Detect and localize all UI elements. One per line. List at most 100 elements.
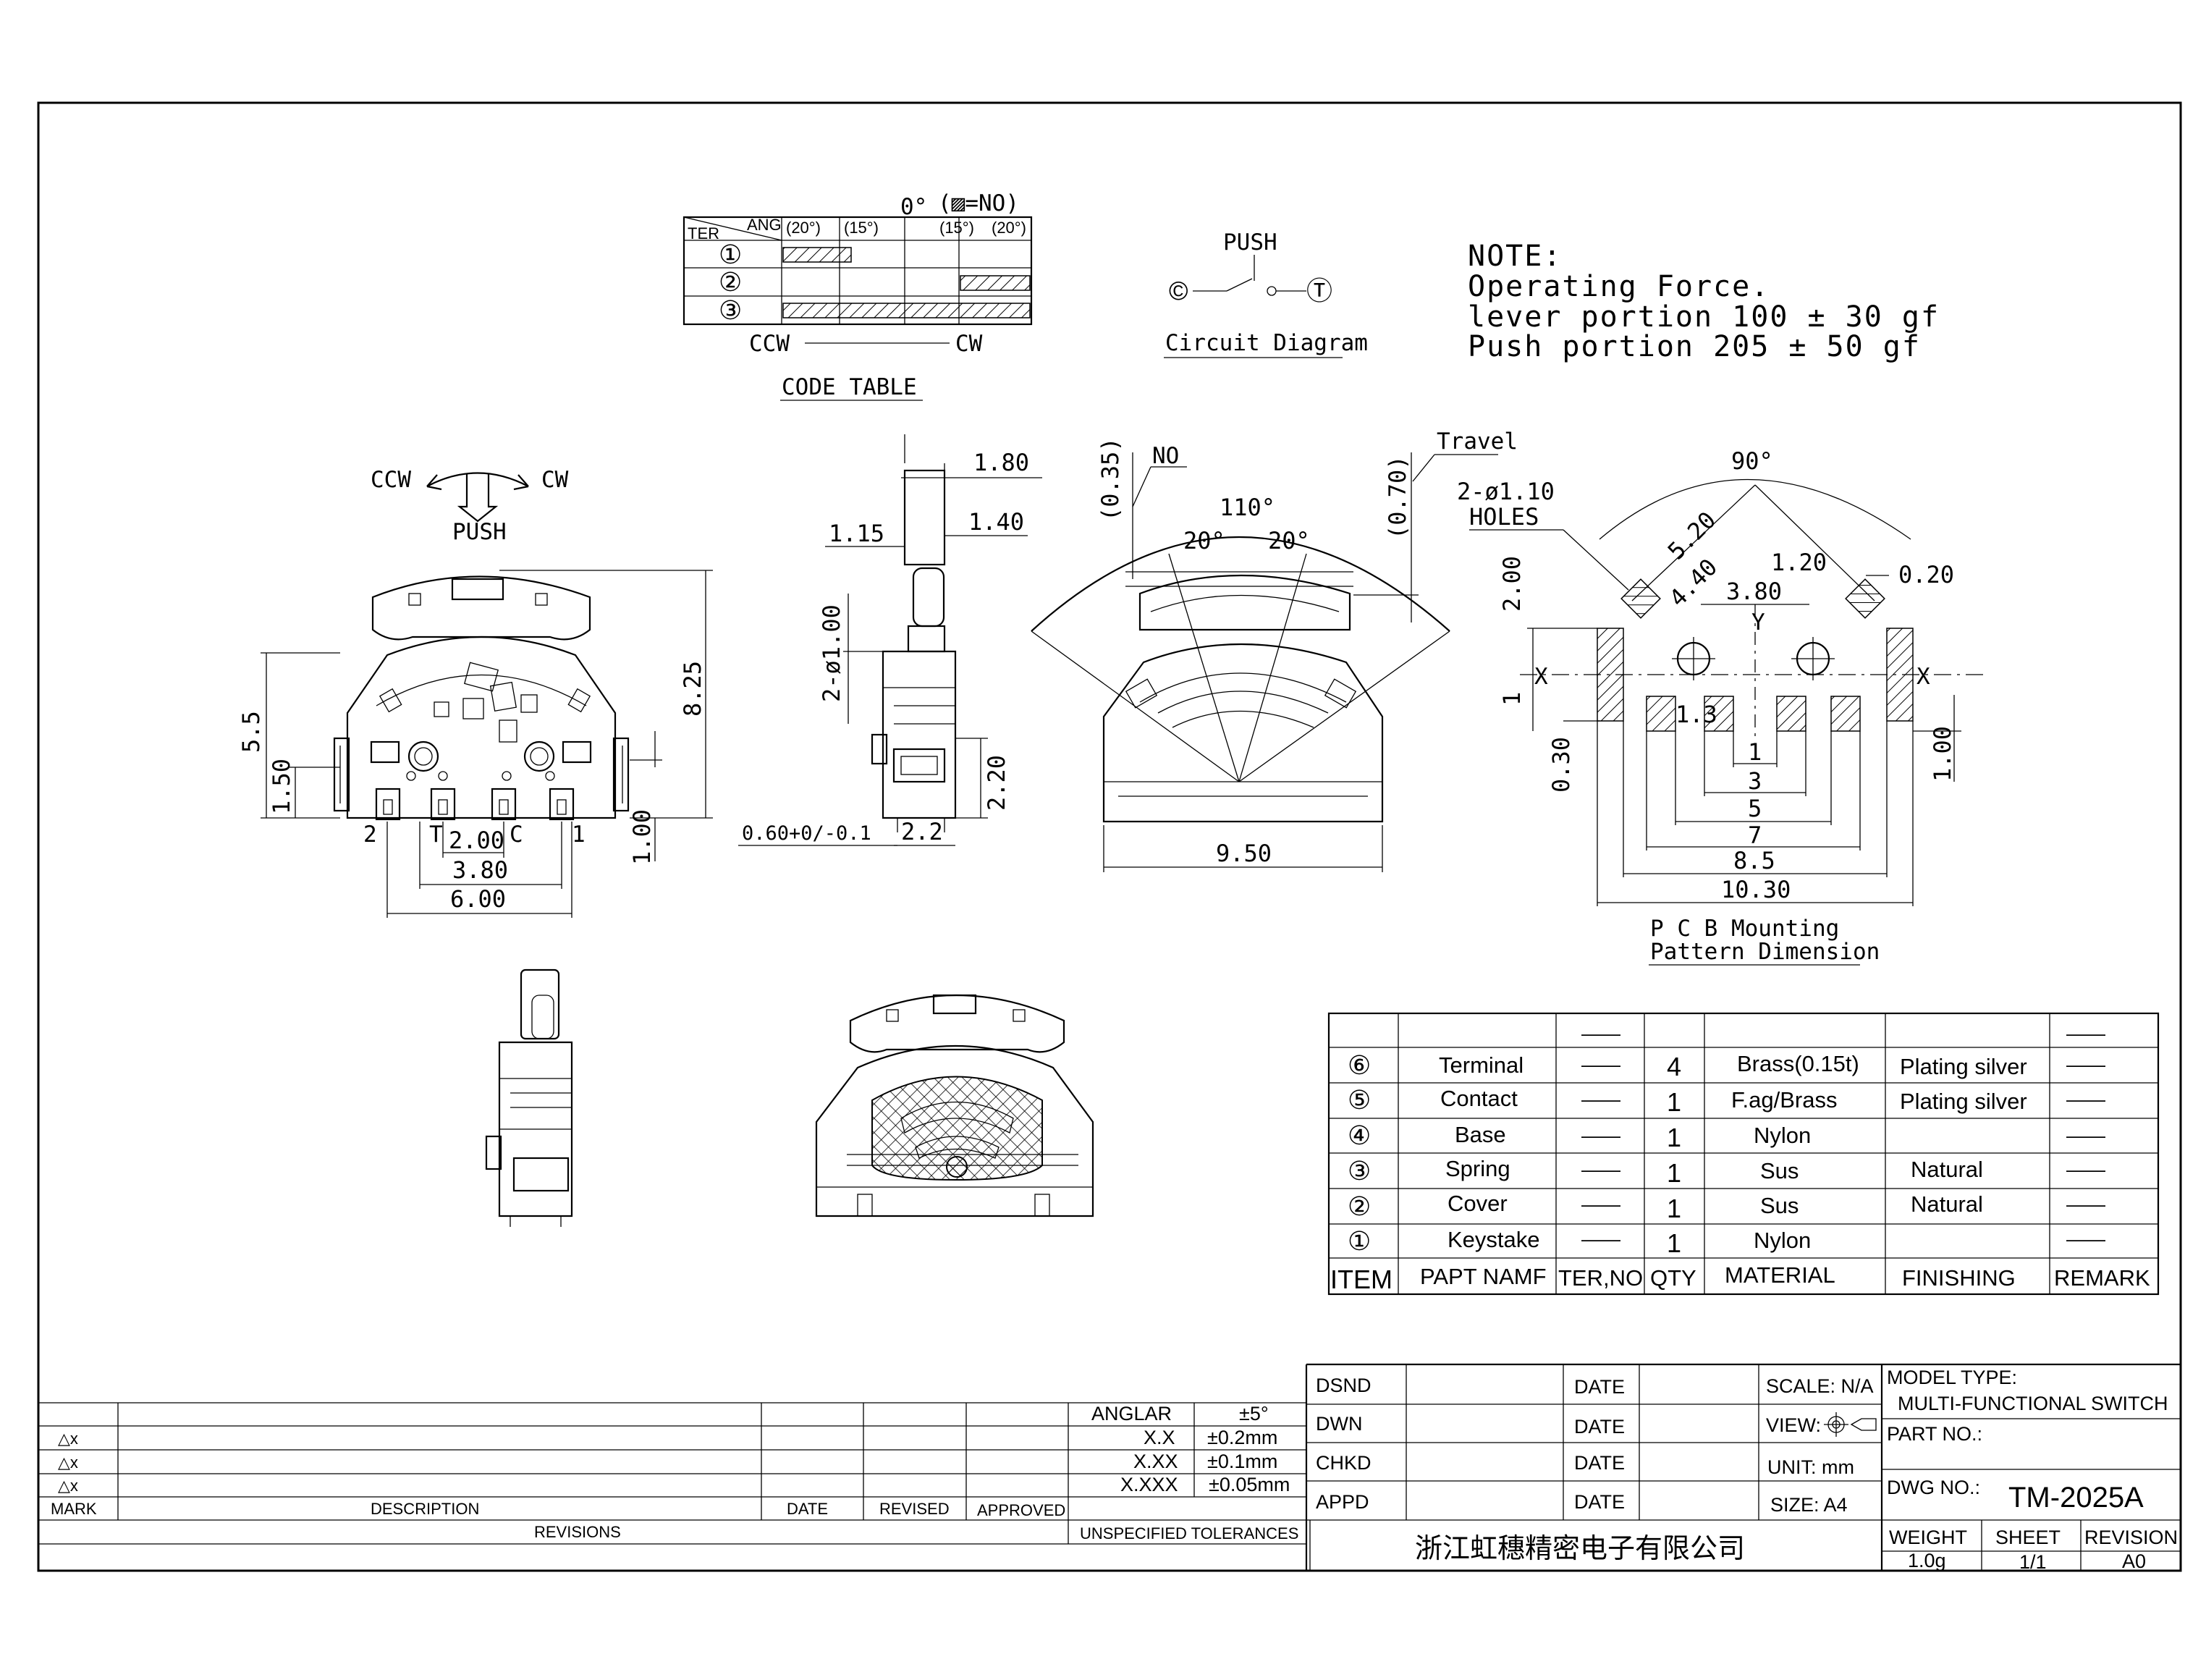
bom-header-remark: REMARK (2054, 1265, 2150, 1291)
front-pin-t: T (429, 822, 443, 848)
bom-row-5-name: Cover (1448, 1191, 1508, 1216)
side-dim-1-80: 1.80 (973, 449, 1029, 476)
pcb-dim-3: 3 (1748, 767, 1762, 795)
tol-4-val: ±0.05mm (1209, 1474, 1290, 1495)
bom-header-qty: QTY (1650, 1265, 1696, 1291)
front-ccw-label: CCW (371, 467, 411, 493)
front-dim-1-00: 1.00 (628, 809, 656, 865)
front-dim-5-5: 5.5 (237, 711, 265, 753)
rev-col-approved: APPROVED (977, 1501, 1065, 1519)
circuit-right-terminal: Ⓣ (1306, 276, 1332, 305)
angle-dim-0-35: (0.35) (1096, 437, 1124, 521)
code-table: 0° (▨=NO) TER ANG (20°) (15°) (15°) (20°… (682, 190, 1033, 401)
front-push-label: PUSH (452, 519, 507, 545)
tb-date-4: DATE (1574, 1491, 1625, 1513)
pcb-pattern: 90° 2-ø1.10 HOLES 5.20 4.40 1.20 0.20 3.… (1457, 447, 1987, 966)
code-row-1: ① (719, 240, 742, 269)
bom-table: —— —— ⑥ Terminal —— 4 Brass(0.15t) Plati… (1327, 1012, 2160, 1296)
code-header-ang: ANG (747, 216, 782, 234)
tb-scale: SCALE: N/A (1766, 1375, 1874, 1397)
bom-row-2-name: Contact (1440, 1086, 1518, 1111)
bom-row-3-material: Nylon (1754, 1123, 1811, 1148)
bom-row-5-finishing: Natural (1911, 1191, 1983, 1217)
tb-unit: UNIT: mm (1767, 1456, 1854, 1478)
revisions-block: △x △x △x MARK DESCRIPTION DATE REVISED A… (38, 1364, 1308, 1571)
bom-row-6-remark: —— (2066, 1228, 2105, 1250)
rev-footer-revisions: REVISIONS (534, 1523, 621, 1541)
pcb-dim-1-00: 1.00 (1929, 726, 1956, 782)
code-ccw-label: CCW (749, 331, 790, 357)
bom-row-1-qty: 4 (1667, 1052, 1681, 1081)
pcb-axis-x-right: X (1916, 664, 1930, 690)
bom-row-4-qty: 1 (1667, 1158, 1681, 1188)
bom-row-6-item: ① (1348, 1226, 1371, 1256)
tol-1-val: ±5° (1239, 1403, 1269, 1424)
angle-dim-110: 110° (1220, 494, 1275, 521)
bom-row-1-ter: —— (1581, 1054, 1620, 1076)
tb-size: SIZE: A4 (1770, 1494, 1848, 1516)
pcb-dim-1-3: 1.3 (1675, 701, 1717, 728)
front-cw-label: CW (541, 467, 569, 493)
front-dim-8-25: 8.25 (679, 661, 706, 717)
projection-symbol-icon (1824, 1412, 1877, 1437)
bom-row-3-name: Base (1455, 1122, 1506, 1147)
front-dim-3-80: 3.80 (452, 856, 508, 884)
note-line-3: lever portion 100 ± 30 gf (1468, 300, 1940, 334)
bom-row-2-finishing: Plating silver (1900, 1089, 2027, 1114)
bom-row-6-name: Keystake (1448, 1227, 1540, 1252)
bom-row-4-material: Sus (1760, 1158, 1799, 1183)
pcb-dim-5: 5 (1748, 795, 1762, 822)
rev-mark-1: △x (58, 1430, 78, 1448)
tb-model-type-label: MODEL TYPE: (1887, 1367, 2017, 1388)
bom-row-5-item: ② (1348, 1191, 1371, 1221)
tb-view-label: VIEW: (1766, 1414, 1821, 1436)
tol-3-val: ±0.1mm (1207, 1451, 1277, 1472)
tb-part-no-label: PART NO.: (1887, 1423, 1982, 1445)
pcb-dim-90: 90° (1731, 447, 1773, 475)
angle-dim-0-70: (0.70) (1384, 455, 1411, 539)
tb-date-2: DATE (1574, 1416, 1625, 1438)
angle-label-travel: Travel (1437, 429, 1518, 455)
pcb-label-holes: HOLES (1469, 503, 1539, 531)
angle-dim-20-right: 20° (1268, 527, 1310, 554)
code-legend: (▨=NO) (938, 190, 1019, 216)
tb-chkd: CHKD (1316, 1452, 1372, 1474)
pcb-dim-1b: 1 (1748, 738, 1762, 766)
code-zero-label: 0° (900, 194, 927, 220)
code-row-3: ③ (719, 295, 742, 325)
tb-dsnd: DSND (1316, 1375, 1372, 1396)
front-dim-2-00: 2.00 (449, 827, 504, 854)
side-dim-1-40: 1.40 (968, 508, 1024, 536)
bom-row-4-name: Spring (1445, 1156, 1510, 1181)
tb-weight: 1.0g (1908, 1550, 1946, 1571)
rev-mark-2: △x (58, 1453, 78, 1472)
circuit-push-label: PUSH (1223, 229, 1277, 256)
side-dim-0-60: 0.60+0/-0.1 (742, 822, 871, 845)
circuit-left-terminal: © (1169, 276, 1188, 305)
note-line-1: NOTE: (1468, 240, 1562, 273)
code-row-2: ② (719, 267, 742, 297)
code-table-title: CODE TABLE (782, 374, 917, 400)
front-pin-1: 1 (572, 822, 586, 848)
tb-dwn: DWN (1316, 1413, 1362, 1435)
rev-col-description: DESCRIPTION (371, 1500, 479, 1518)
note-line-2: Operating Force. (1468, 270, 1770, 303)
bom-row-4-finishing: Natural (1911, 1157, 1983, 1182)
side-dim-2-2: 2.2 (901, 818, 943, 845)
bom-header-name: PAPT NAMF (1420, 1264, 1547, 1289)
bom-row-4-ter: —— (1581, 1159, 1620, 1181)
side-dim-1-15: 1.15 (829, 520, 884, 547)
bom-row-2-material: F.ag/Brass (1731, 1087, 1837, 1113)
bom-row-2-remark: —— (2066, 1089, 2105, 1110)
tb-appd: APPD (1316, 1491, 1369, 1513)
rev-footer-tolerances: UNSPECIFIED TOLERANCES (1080, 1524, 1298, 1542)
tb-sheet: 1/1 (2019, 1551, 2047, 1573)
bom-row-5-ter: —— (1581, 1194, 1620, 1215)
code-angle-1: (20°) (786, 219, 821, 237)
pcb-dim-10-30: 10.30 (1721, 876, 1791, 903)
side-dim-2-20: 2.20 (983, 755, 1010, 811)
bom-row-2-item: ⑤ (1348, 1085, 1371, 1115)
angle-dim-9-50: 9.50 (1216, 840, 1272, 867)
tb-company: 浙江虹穗精密电子有限公司 (1415, 1532, 1745, 1564)
